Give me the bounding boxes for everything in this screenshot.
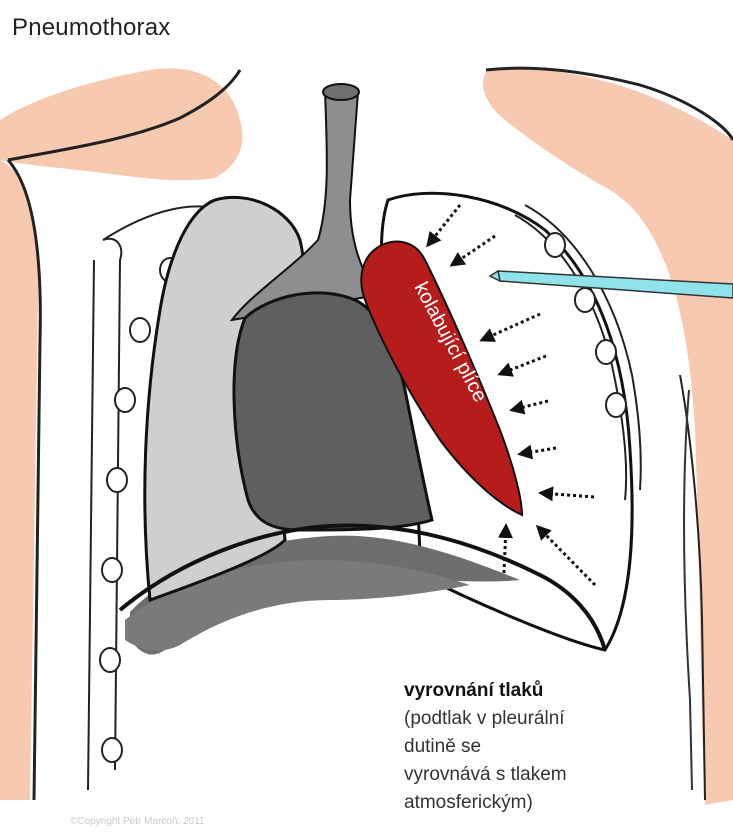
rib-circle	[100, 648, 120, 672]
rib-circle	[115, 388, 135, 412]
left-shoulder	[0, 68, 242, 180]
rib-circle	[107, 468, 127, 492]
rib-circle	[130, 318, 150, 342]
rib-circle	[606, 393, 626, 417]
caption-heading: vyrovnání tlaků	[404, 677, 644, 705]
rib-circle	[545, 233, 565, 257]
rib-circle	[102, 738, 122, 762]
rib-circle	[575, 288, 595, 312]
copyright-note: ©Copyright Petr Marcoň, 2011	[70, 816, 204, 827]
pressure-caption: vyrovnání tlaků (podtlak v pleurální dut…	[404, 677, 644, 817]
rib-circle	[596, 340, 616, 364]
trachea-top	[323, 84, 359, 100]
rib-circle	[102, 558, 122, 582]
caption-body: (podtlak v pleurální dutině se vyrovnává…	[404, 705, 644, 817]
left-arm	[0, 160, 38, 800]
